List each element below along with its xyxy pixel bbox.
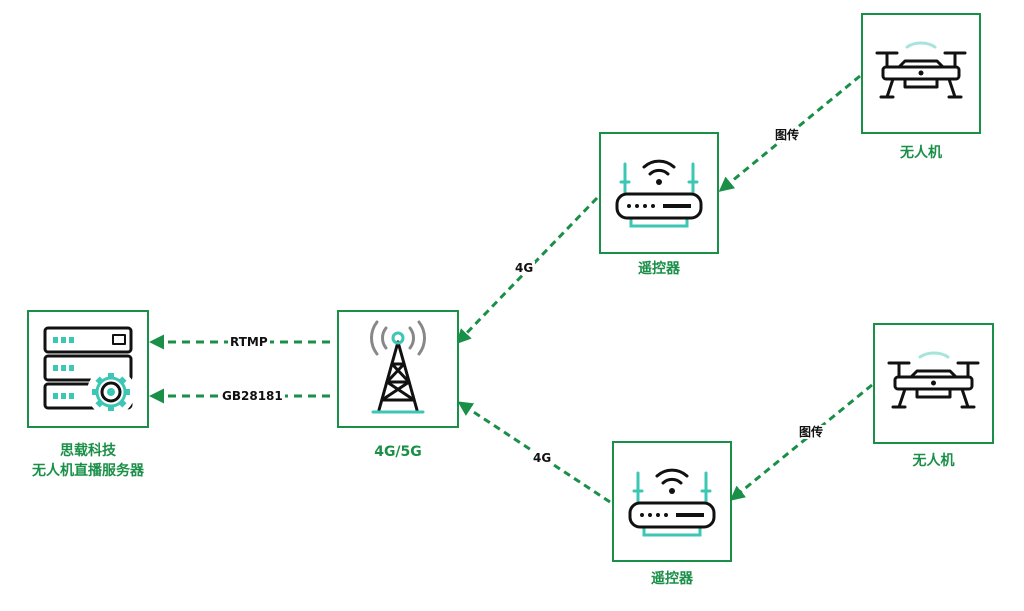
controller-top-label: 遥控器	[638, 261, 680, 277]
tower-node[interactable]	[337, 310, 459, 428]
controller-icon	[628, 468, 716, 537]
tower-label: 4G/5G	[374, 444, 422, 460]
drone-icon	[875, 41, 967, 99]
edge-label-rtmp: RTMP	[228, 335, 270, 349]
edge-label-video-top: 图传	[773, 128, 802, 142]
controller-bottom-label: 遥控器	[651, 571, 693, 587]
edge-label-net-top: 4G	[513, 261, 536, 275]
controller-top-node[interactable]	[599, 132, 719, 254]
drone-icon	[887, 351, 980, 409]
drone-top-node[interactable]	[861, 13, 981, 134]
drone-bottom-label: 无人机	[912, 453, 955, 469]
tower-icon	[370, 320, 426, 414]
controller-icon	[615, 159, 703, 228]
server-node[interactable]	[27, 310, 149, 428]
edge-label-net-bottom: 4G	[531, 451, 554, 465]
server-label-line2: 无人机直播服务器	[32, 463, 144, 479]
drone-bottom-node[interactable]	[873, 323, 994, 444]
edge-label-video-bottom: 图传	[797, 425, 826, 439]
drone-top-label: 无人机	[900, 145, 942, 161]
controller-bottom-node[interactable]	[612, 441, 732, 562]
server-label: 思载科技 无人机直播服务器	[8, 441, 168, 481]
edge-video-bottom	[729, 383, 873, 501]
server-label-line1: 思载科技	[60, 443, 116, 459]
server-icon	[43, 326, 135, 416]
edge-label-gb28181: GB28181	[220, 389, 285, 403]
